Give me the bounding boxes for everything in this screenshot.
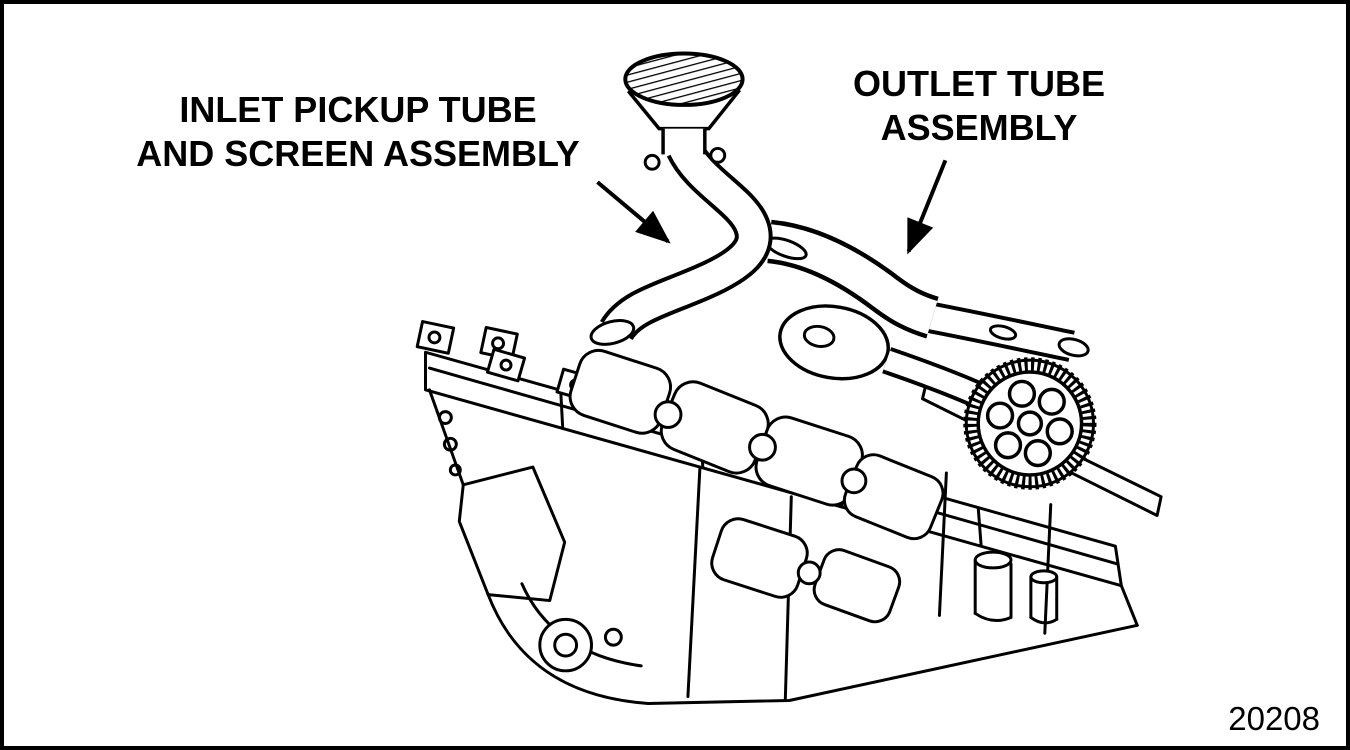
crankshaft-counterweights <box>568 348 945 624</box>
inlet-label-line1: INLET PICKUP TUBE <box>179 89 537 130</box>
outlet-callout-arrow <box>906 159 948 255</box>
oil-pump-drive-gear <box>963 357 1097 490</box>
inlet-callout-arrow <box>596 180 671 244</box>
inlet-pickup-tube-label: INLET PICKUP TUBE AND SCREEN ASSEMBLY <box>132 88 584 176</box>
inlet-pickup-tube <box>589 139 773 346</box>
figure-number: 20208 <box>1228 700 1320 737</box>
inlet-screen-funnel <box>623 51 745 171</box>
outlet-label-line2: ASSEMBLY <box>880 107 1078 148</box>
inlet-label-line2: AND SCREEN ASSEMBLY <box>136 133 580 174</box>
outlet-label-line1: OUTLET TUBE <box>853 63 1105 104</box>
outlet-tube <box>765 219 940 339</box>
engine-line-drawing <box>415 51 1163 705</box>
outlet-tube-label: OUTLET TUBE ASSEMBLY <box>822 62 1136 150</box>
